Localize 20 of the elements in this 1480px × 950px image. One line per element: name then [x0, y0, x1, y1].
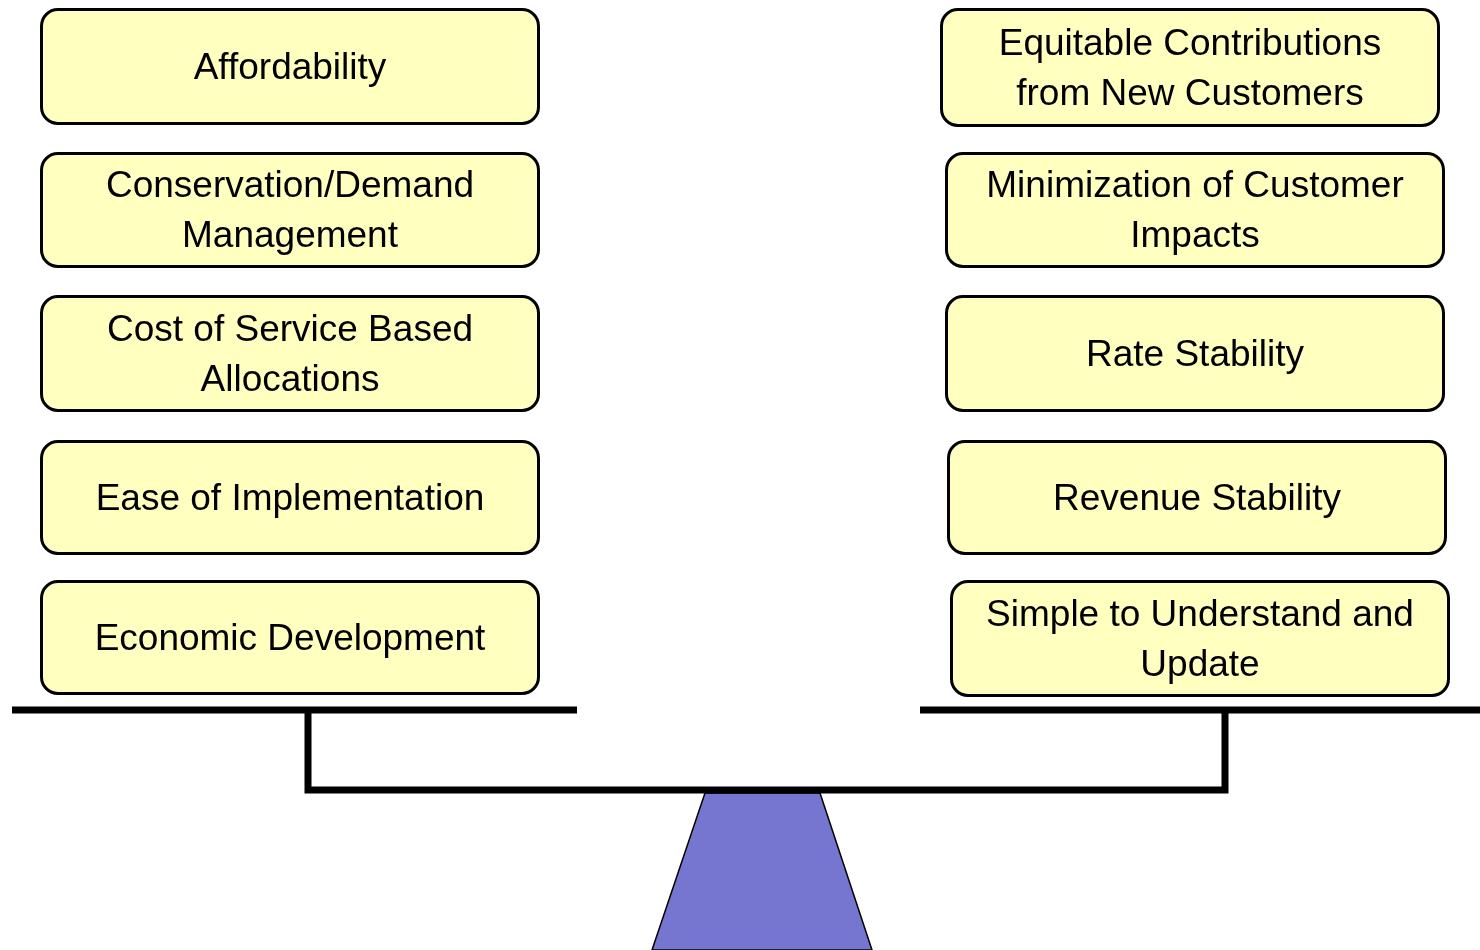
- criterion-label: Cost of Service Based Allocations: [105, 306, 475, 401]
- criterion-label: Conservation/Demand Management: [104, 163, 476, 257]
- criterion-box: [40, 8, 540, 125]
- criterion-box: [945, 152, 1445, 268]
- criterion-label: Rate Stability: [1086, 331, 1304, 376]
- criterion-label: Economic Development: [94, 615, 486, 660]
- criterion-box: [40, 295, 540, 412]
- criterion-label: Ease of Implementation: [95, 475, 485, 520]
- criterion-label: Revenue Stability: [1053, 475, 1341, 520]
- criterion-label: Equitable Contributions from New Customers: [997, 20, 1383, 115]
- criterion-box: [40, 580, 540, 695]
- criterion-label: Simple to Understand and Update: [985, 591, 1415, 686]
- criterion-box: [40, 152, 540, 268]
- criterion-box: [950, 580, 1450, 697]
- criterion-label: Affordability: [193, 44, 387, 89]
- criterion-box: [940, 8, 1440, 127]
- criterion-box: [40, 440, 540, 555]
- criterion-box: [947, 440, 1447, 555]
- criterion-label: Minimization of Customer Impacts: [985, 163, 1405, 257]
- criterion-box: [945, 295, 1445, 412]
